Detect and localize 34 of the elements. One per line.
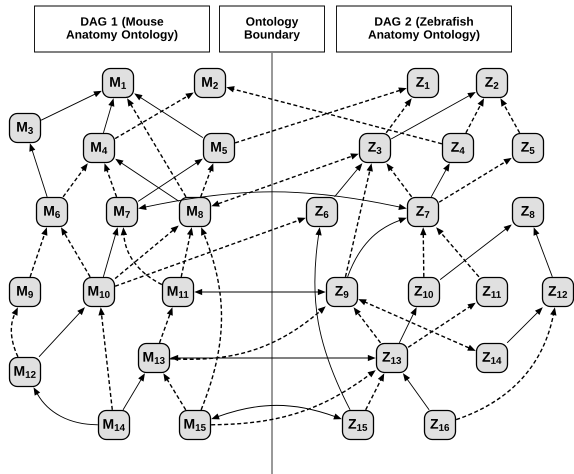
node-box: Z$_{9}$ xyxy=(326,276,358,308)
node-box: M$_{9}$ xyxy=(8,276,42,308)
node-box: M$_{12}$ xyxy=(8,356,42,388)
node-box: Z$_{16}$ xyxy=(424,410,456,440)
node-box: Z$_{10}$ xyxy=(408,276,440,308)
node-box: M$_{3}$ xyxy=(8,112,42,144)
node-box: Z$_{11}$ xyxy=(476,276,508,308)
node-box: M$_{5}$ xyxy=(202,132,236,164)
node-box: M$_{14}$ xyxy=(98,410,130,440)
node-box: M$_{10}$ xyxy=(82,276,116,308)
node-box: M$_{6}$ xyxy=(36,196,68,228)
node-box: M$_{1}$ xyxy=(102,68,134,98)
node-box: Z$_{12}$ xyxy=(542,276,574,308)
node-box: Z$_{5}$ xyxy=(512,132,544,164)
node-box: M$_{11}$ xyxy=(162,276,194,308)
node-box: Z$_{1}$ xyxy=(406,68,440,98)
header-box: DAG 2 (Zebrafish Anatomy Ontology) xyxy=(336,6,512,52)
node-box: M$_{2}$ xyxy=(194,68,226,98)
node-box: Z$_{6}$ xyxy=(306,196,338,228)
node-box: Z$_{13}$ xyxy=(376,342,408,374)
node-box: M$_{15}$ xyxy=(178,410,212,440)
node-box: Z$_{8}$ xyxy=(512,196,544,228)
node-box: M$_{7}$ xyxy=(106,196,138,228)
node-box: Z$_{15}$ xyxy=(342,410,374,440)
node-box: Z$_{2}$ xyxy=(476,68,508,98)
header-box: Ontology Boundary xyxy=(219,6,325,52)
node-box: Z$_{4}$ xyxy=(442,132,474,164)
node-box: Z$_{3}$ xyxy=(358,132,392,164)
node-box: Z$_{14}$ xyxy=(476,342,508,374)
node-box: M$_{13}$ xyxy=(138,342,170,374)
header-box: DAG 1 (Mouse Anatomy Ontology) xyxy=(34,6,210,52)
node-box: M$_{8}$ xyxy=(178,196,212,228)
node-box: Z$_{7}$ xyxy=(406,196,440,228)
node-box: M$_{4}$ xyxy=(82,132,116,164)
